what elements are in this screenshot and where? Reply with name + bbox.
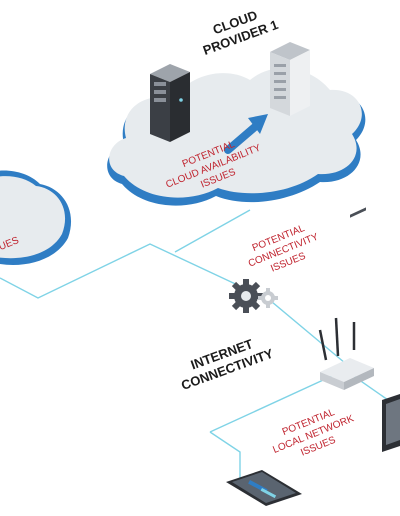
left-cloud — [0, 170, 72, 265]
cloud-provider-label: CLOUD PROVIDER 1 — [201, 7, 280, 58]
connectivity-issues-label: POTENTIAL CONNECTIVITY ISSUES — [247, 223, 320, 275]
server-icon — [150, 64, 190, 142]
router-icon — [318, 207, 374, 390]
cloud-provider-cloud — [107, 67, 366, 206]
laptop-icon — [382, 394, 400, 452]
internet-connectivity-label: INTERNET CONNECTIVITY — [179, 336, 275, 393]
server-icon — [270, 42, 310, 116]
gear-icon — [229, 279, 278, 313]
local-network-issues-label: POTENTIAL LOCAL NETWORK ISSUES — [271, 407, 355, 459]
phone-icon — [226, 470, 302, 506]
arrow-icon — [224, 114, 268, 154]
